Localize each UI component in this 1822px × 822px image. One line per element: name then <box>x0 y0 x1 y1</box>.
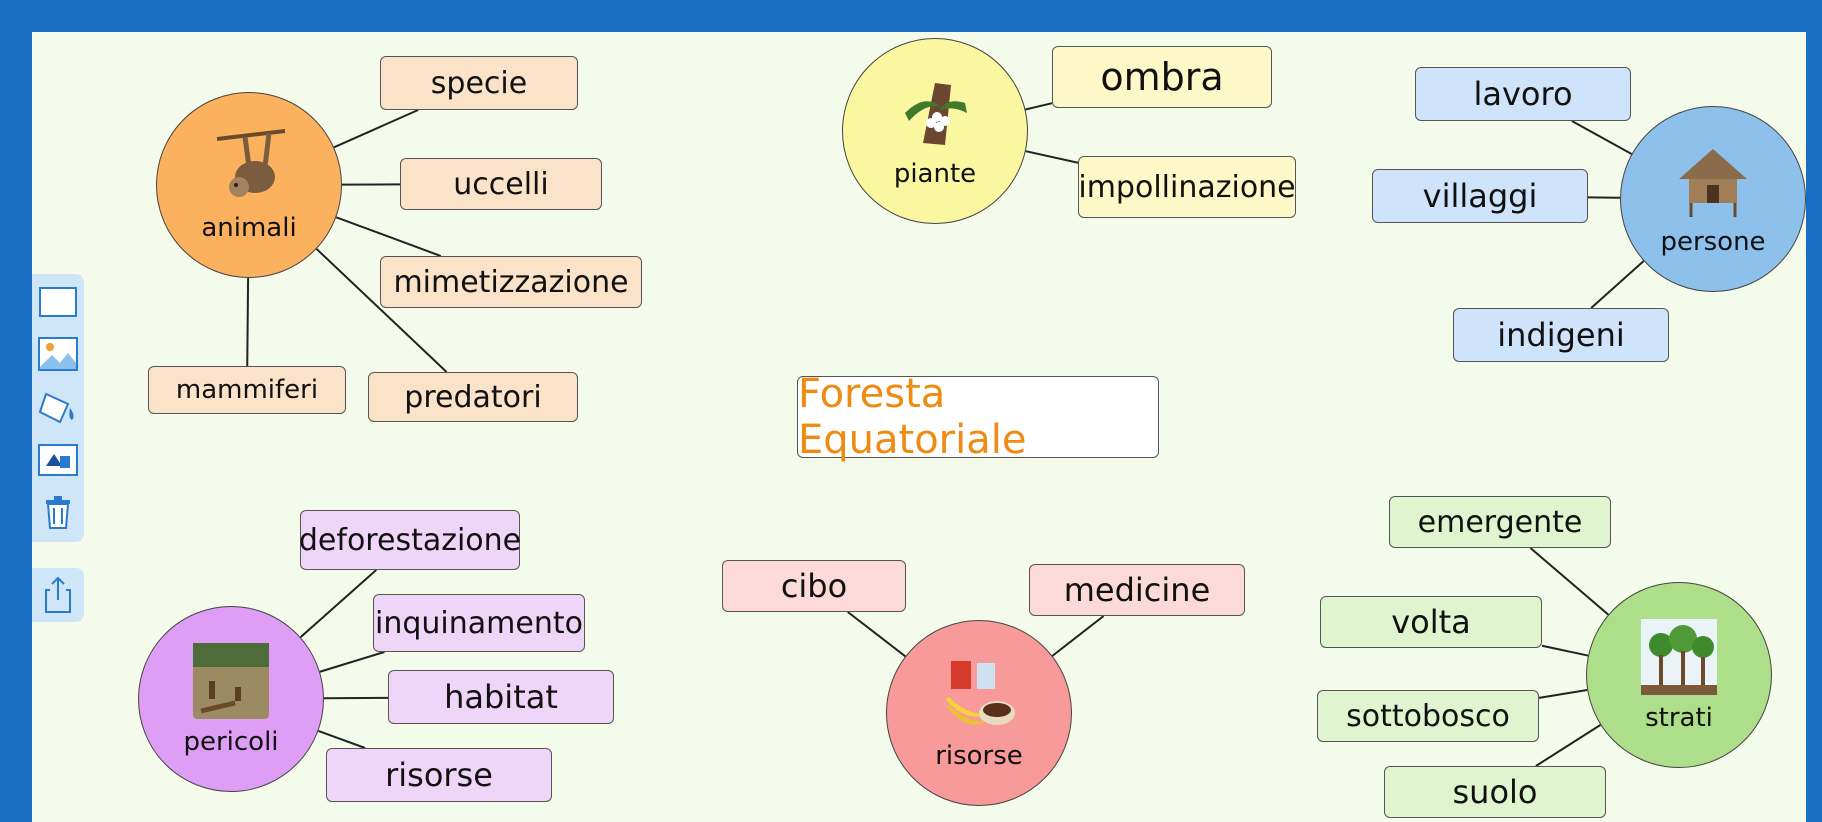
topic-villaggi[interactable]: villaggi <box>1372 169 1588 223</box>
topic-ombra[interactable]: ombra <box>1052 46 1272 108</box>
image-icon[interactable] <box>38 334 78 374</box>
topic-mammiferi[interactable]: mammiferi <box>148 366 346 414</box>
connector-line <box>318 731 365 748</box>
connector-line <box>334 110 418 147</box>
topic-lavoro[interactable]: lavoro <box>1415 67 1631 121</box>
hub-label: risorse <box>935 741 1023 771</box>
app-frame: Foresta Equatoriale animali piante <box>8 8 1814 813</box>
hub-risorse[interactable]: risorse <box>886 620 1072 806</box>
mindmap-canvas[interactable]: Foresta Equatoriale animali piante <box>32 32 1806 822</box>
connector-line <box>848 612 906 656</box>
hut-icon <box>1673 141 1753 221</box>
connector-line <box>1025 103 1052 109</box>
connector-line <box>301 570 377 637</box>
topic-predatori[interactable]: predatori <box>368 372 578 422</box>
connector-line <box>1530 548 1608 615</box>
hub-animali[interactable]: animali <box>156 92 342 278</box>
hub-label: strati <box>1645 703 1713 733</box>
hub-pericoli[interactable]: pericoli <box>138 606 324 792</box>
topic-inquinamento[interactable]: inquinamento <box>373 594 585 652</box>
food-icon <box>939 655 1019 735</box>
topic-impollinazione[interactable]: impollinazione <box>1078 156 1296 218</box>
connector-line <box>1052 616 1103 656</box>
hub-persone[interactable]: persone <box>1620 106 1806 292</box>
topic-emergente[interactable]: emergente <box>1389 496 1611 548</box>
connector-line <box>320 652 384 672</box>
topic-medicine[interactable]: medicine <box>1029 564 1245 616</box>
arrange-icon[interactable] <box>38 440 78 480</box>
connector-line <box>1542 646 1588 656</box>
trash-icon[interactable] <box>38 492 78 532</box>
rectangle-icon[interactable] <box>38 282 78 322</box>
connector-line <box>1026 151 1078 163</box>
topic-mimetizzazione[interactable]: mimetizzazione <box>380 256 642 308</box>
deforestation-icon <box>191 641 271 721</box>
connector-line <box>247 278 248 366</box>
forest-layers-icon <box>1639 617 1719 697</box>
orchid-icon <box>895 73 975 153</box>
topic-sottobosco[interactable]: sottobosco <box>1317 690 1539 742</box>
hub-label: piante <box>894 159 976 189</box>
topic-deforestazione[interactable]: deforestazione <box>300 510 520 570</box>
connector-line <box>1591 261 1644 308</box>
topic-volta[interactable]: volta <box>1320 596 1542 648</box>
hub-piante[interactable]: piante <box>842 38 1028 224</box>
connector-line <box>1536 725 1601 766</box>
sloth-icon <box>209 127 289 207</box>
topic-risorse[interactable]: risorse <box>326 748 552 802</box>
topic-uccelli[interactable]: uccelli <box>400 158 602 210</box>
connector-line <box>1539 690 1587 698</box>
connector-line <box>336 217 441 256</box>
paint-bucket-icon[interactable] <box>38 388 78 428</box>
hub-label: pericoli <box>183 727 278 757</box>
topic-indigeni[interactable]: indigeni <box>1453 308 1669 362</box>
share-icon[interactable] <box>38 575 78 615</box>
topic-habitat[interactable]: habitat <box>388 670 614 724</box>
tool-palette <box>32 274 84 542</box>
share-palette <box>32 568 84 622</box>
topic-specie[interactable]: specie <box>380 56 578 110</box>
hub-label: persone <box>1660 227 1765 257</box>
topic-suolo[interactable]: suolo <box>1384 766 1606 818</box>
connector-line <box>1572 121 1632 154</box>
central-topic[interactable]: Foresta Equatoriale <box>797 376 1159 458</box>
hub-strati[interactable]: strati <box>1586 582 1772 768</box>
hub-label: animali <box>201 213 296 243</box>
topic-cibo[interactable]: cibo <box>722 560 906 612</box>
